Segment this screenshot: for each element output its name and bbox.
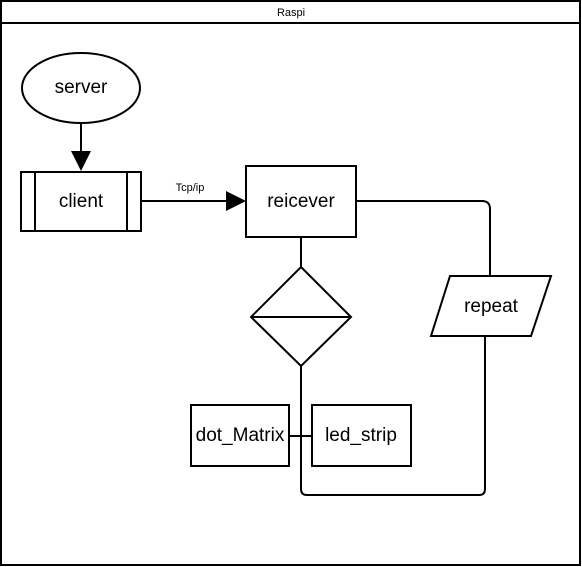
container-title: Raspi xyxy=(277,7,305,19)
receiver-to-repeat-line xyxy=(356,200,491,276)
repeat-node[interactable] xyxy=(429,275,553,337)
receiver-label: reicever xyxy=(267,191,335,212)
repeat-return-line xyxy=(300,336,486,496)
led-strip-label: led_strip xyxy=(325,425,397,446)
client-node[interactable] xyxy=(20,171,142,232)
tcp-ip-label: Tcp/ip xyxy=(176,182,205,194)
led-strip-node[interactable] xyxy=(311,404,412,467)
repeat-label: repeat xyxy=(464,296,519,317)
dot-matrix-label: dot_Matrix xyxy=(196,425,285,446)
server-label: server xyxy=(55,77,108,98)
client-label: client xyxy=(59,191,104,212)
dot-matrix-node[interactable] xyxy=(190,404,290,467)
